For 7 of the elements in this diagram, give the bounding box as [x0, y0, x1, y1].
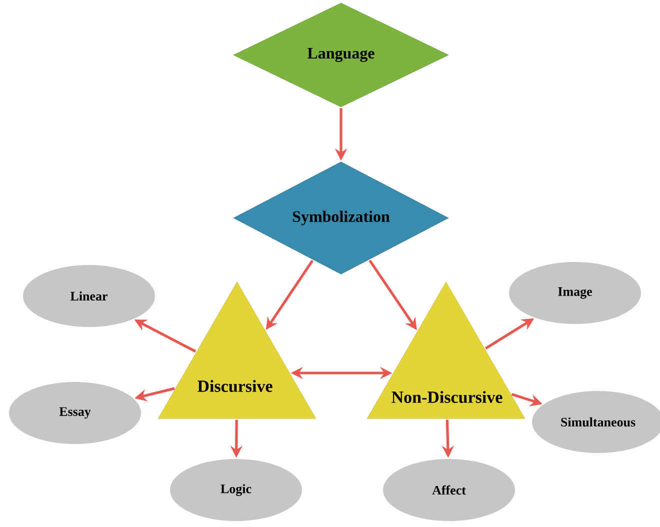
ellipse-node: Affect — [383, 459, 515, 521]
triangle-node: Discursive — [158, 282, 316, 419]
triangle-node: Non-Discursive — [367, 282, 526, 419]
ellipse-node: Linear — [23, 265, 155, 327]
ellipse-node: Logic — [170, 459, 302, 521]
ellipse-node: Essay — [9, 382, 141, 444]
ellipse-node: Image — [509, 262, 641, 324]
